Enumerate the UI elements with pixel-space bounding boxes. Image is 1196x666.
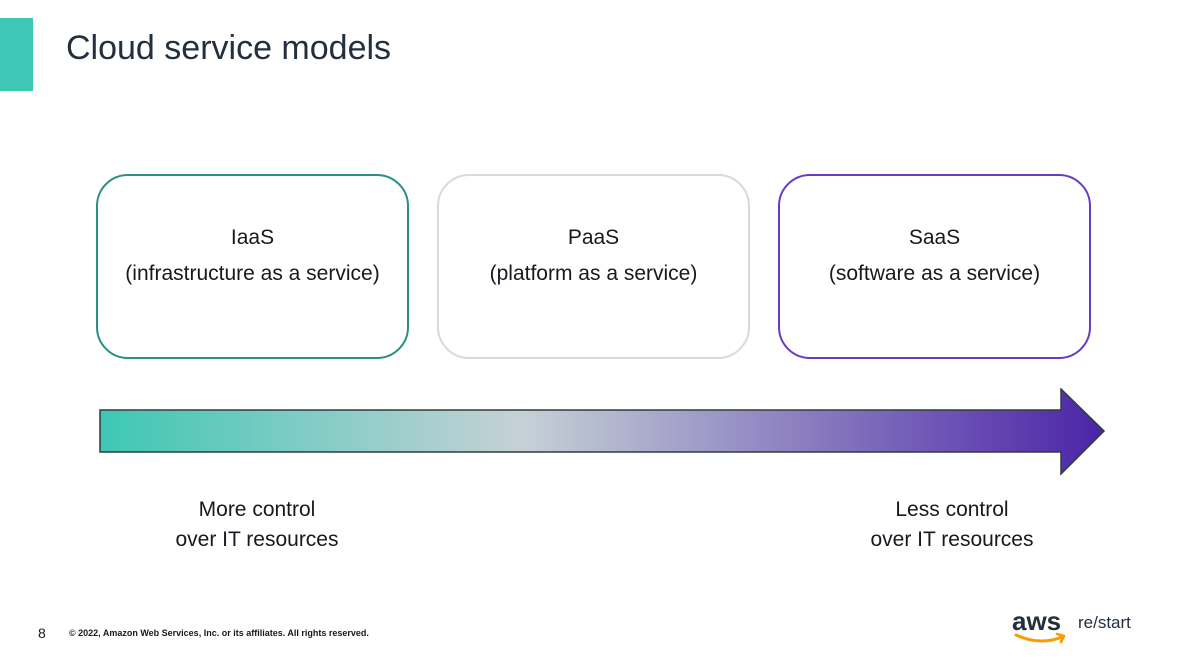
saas-description: (software as a service) (828, 261, 1041, 285)
more-control-line2: over IT resources (175, 528, 339, 551)
less-control-line2: over IT resources (870, 528, 1034, 551)
more-control-label: More control over IT resources (160, 495, 354, 555)
title-accent-bar (0, 18, 33, 91)
more-control-line1: More control (198, 498, 316, 521)
restart-text: re/start (1078, 613, 1131, 632)
saas-card: SaaS (software as a service) (778, 174, 1091, 359)
aws-smile-icon (1014, 632, 1066, 644)
iaas-acronym: IaaS (230, 225, 275, 249)
paas-description: (platform as a service) (489, 261, 698, 285)
paas-card: PaaS (platform as a service) (437, 174, 750, 359)
paas-acronym: PaaS (567, 225, 620, 249)
aws-wordmark: aws (1012, 606, 1062, 636)
page-number: 8 (38, 625, 46, 641)
saas-acronym: SaaS (908, 225, 961, 249)
slide-title: Cloud service models (66, 29, 392, 67)
less-control-line1: Less control (895, 498, 1009, 521)
iaas-description: (infrastructure as a service) (125, 261, 380, 285)
control-spectrum-arrow-icon (99, 388, 1106, 476)
copyright-notice: © 2022, Amazon Web Services, Inc. or its… (69, 628, 369, 638)
less-control-label: Less control over IT resources (855, 495, 1049, 555)
iaas-card: IaaS (infrastructure as a service) (96, 174, 409, 359)
aws-restart-logo: aws re/start (1012, 606, 1162, 650)
arrow-shape (99, 388, 1106, 476)
